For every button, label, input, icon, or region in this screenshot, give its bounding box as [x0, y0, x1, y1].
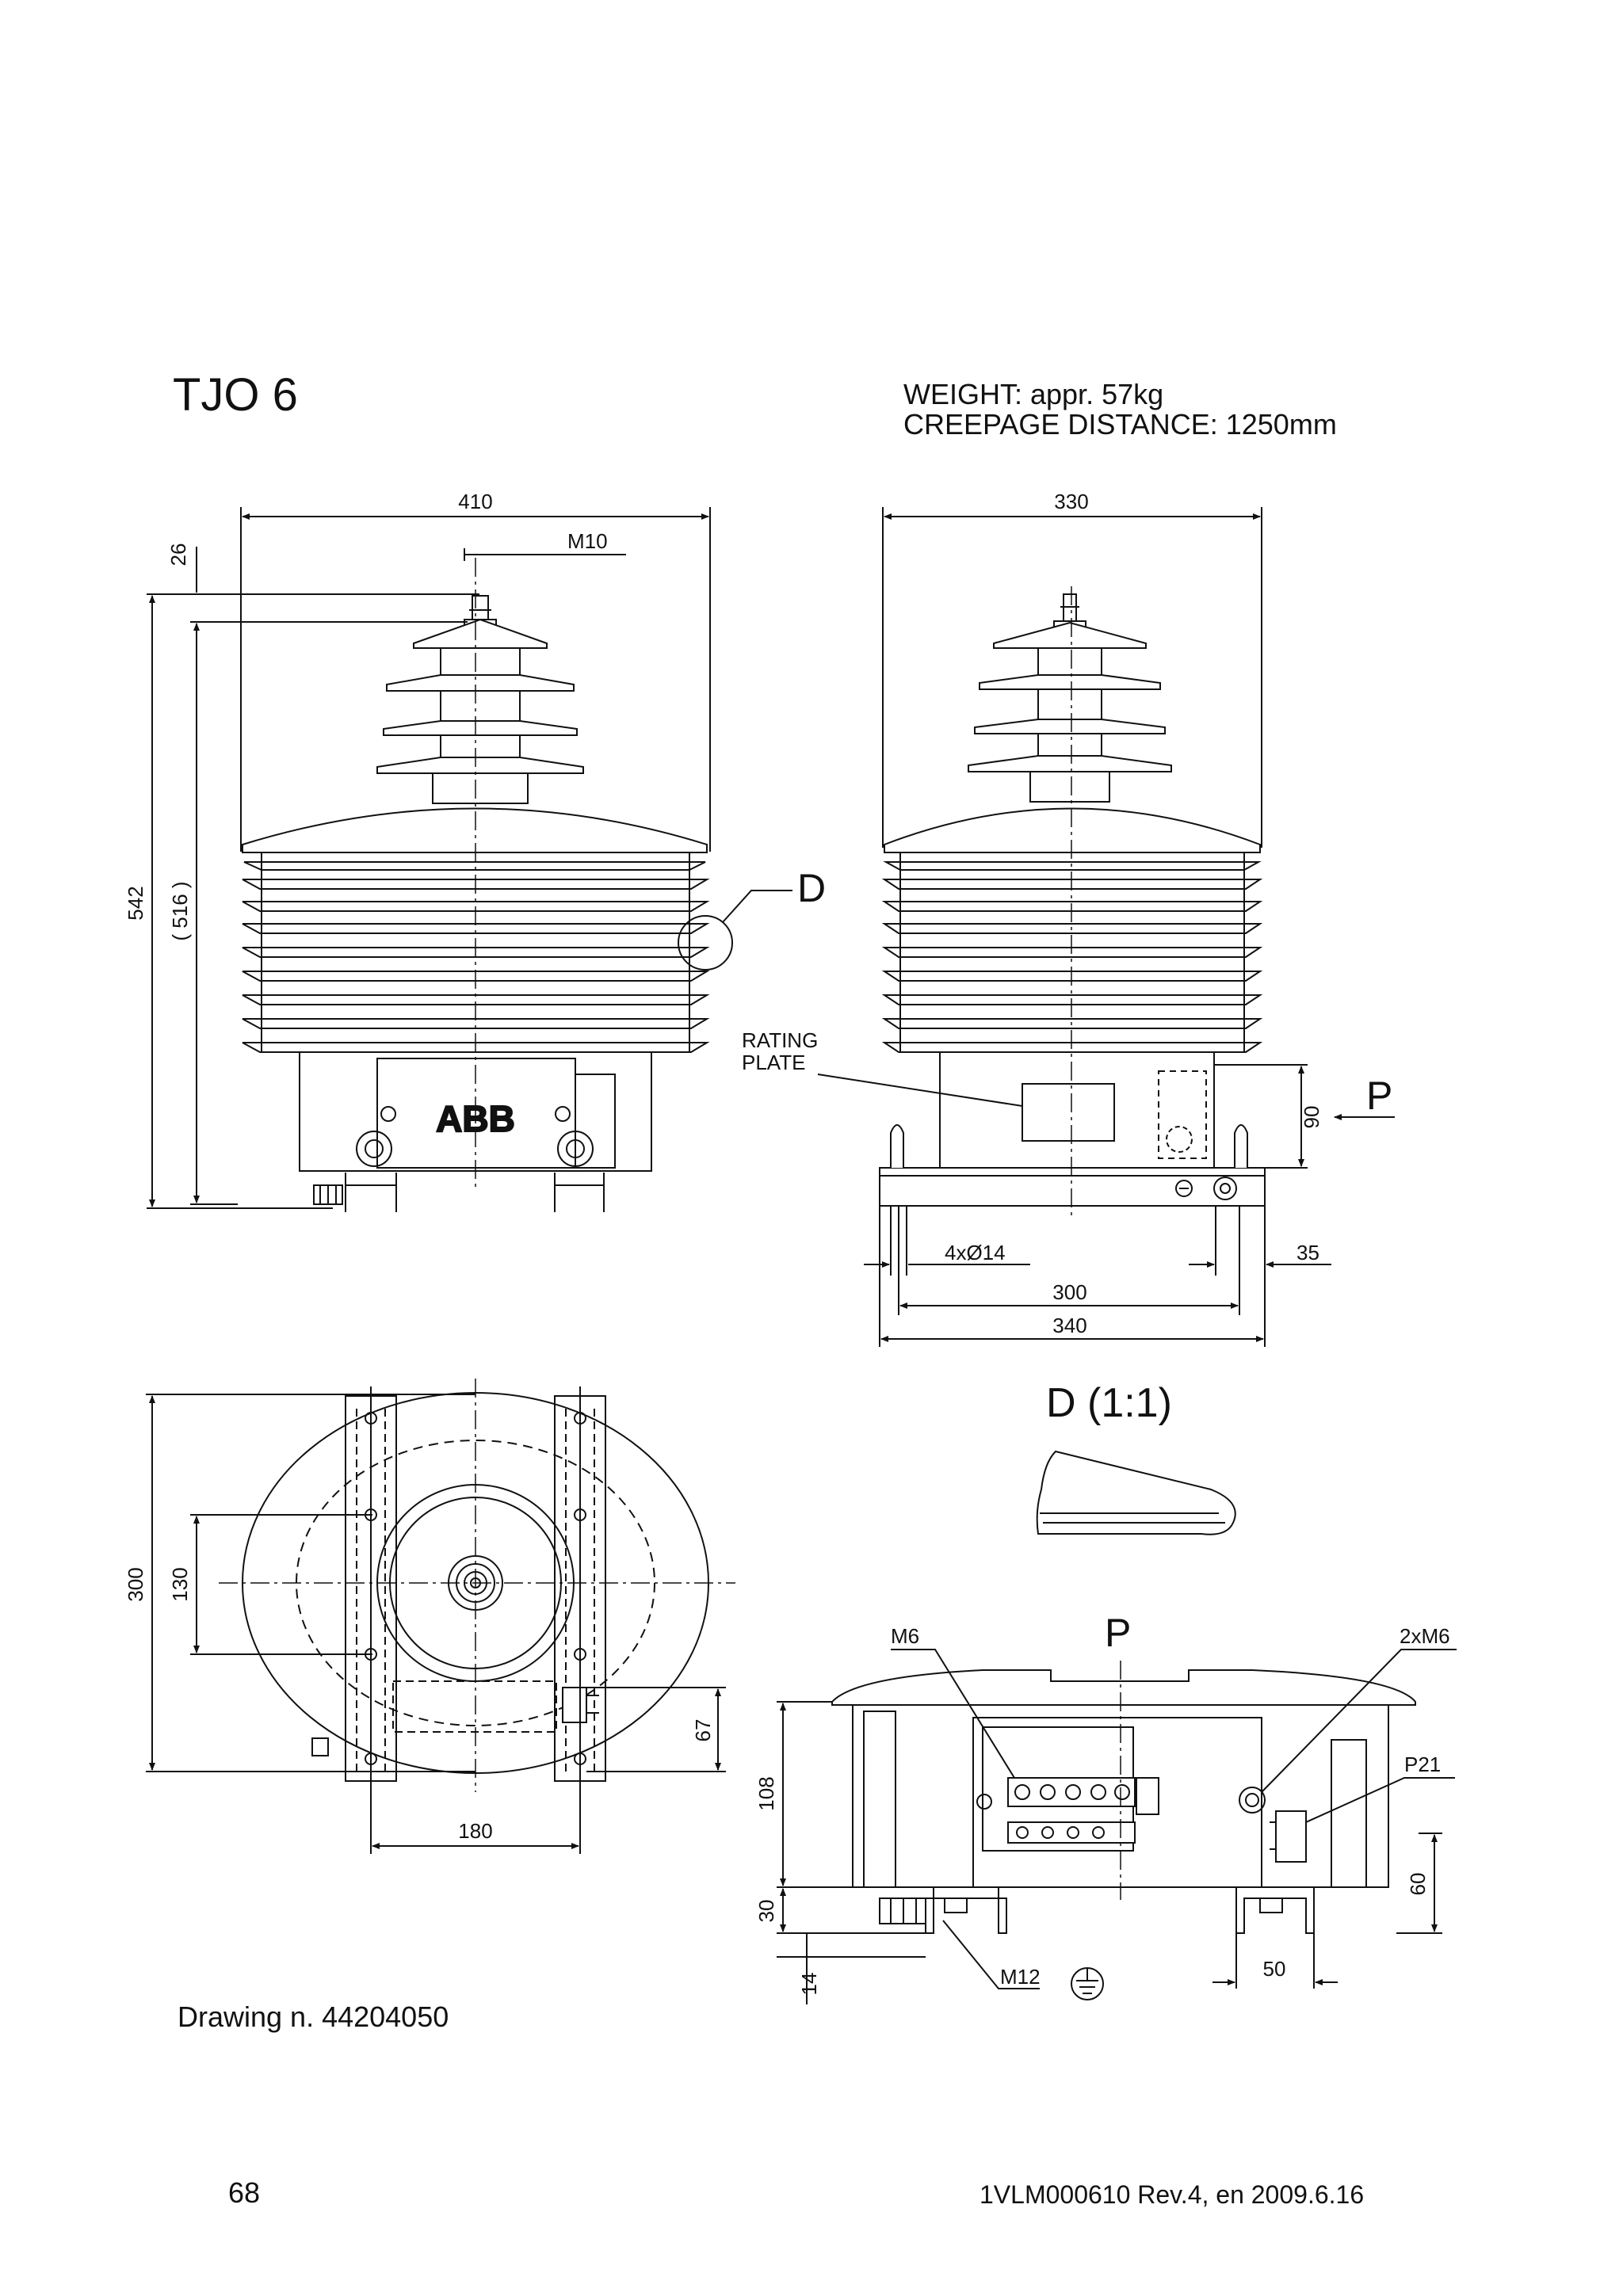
side-dim-300: 300 [1052, 1280, 1086, 1304]
document-reference: 1VLM000610 Rev.4, en 2009.6.16 [980, 2180, 1365, 2209]
p-label-p21: P21 [1404, 1753, 1441, 1776]
front-dim-410: 410 [458, 490, 492, 513]
front-dim-26: 26 [166, 543, 190, 566]
top-dim-130: 130 [168, 1567, 192, 1601]
detail-d-label: D [797, 866, 826, 910]
front-view [147, 507, 792, 1212]
weight-note: WEIGHT: appr. 57kg [903, 378, 1164, 410]
top-dim-180: 180 [458, 1819, 492, 1843]
rating-plate-label-1: RATING [742, 1028, 818, 1052]
p-dim-30: 30 [754, 1900, 778, 1923]
abb-logo: ABB [436, 1098, 515, 1139]
p-dim-14: 14 [797, 1973, 821, 1996]
p-view [777, 1649, 1457, 2004]
p-label-2xm6: 2xM6 [1400, 1624, 1450, 1648]
view-p-marker: P [1366, 1074, 1392, 1118]
p-dim-50: 50 [1263, 1957, 1286, 1981]
drawing-title: TJO 6 [173, 369, 298, 421]
drawing-number: Drawing n. 44204050 [178, 2000, 449, 2033]
front-dim-m10: M10 [567, 529, 608, 553]
side-dim-holes: 4xØ14 [945, 1241, 1006, 1264]
rating-plate-label-2: PLATE [742, 1051, 805, 1074]
front-dim-542: 542 [124, 886, 147, 920]
side-dim-330: 330 [1054, 490, 1088, 513]
front-dim-516: ( 516 ) [168, 881, 192, 940]
detail-view-title: D (1:1) [1046, 1380, 1172, 1426]
rating-plate [1022, 1083, 1115, 1142]
side-dim-340: 340 [1052, 1314, 1086, 1337]
creepage-note: CREEPAGE DISTANCE: 1250mm [903, 408, 1337, 441]
p-label-m12: M12 [1000, 1965, 1041, 1989]
side-view [817, 507, 1395, 1347]
p-dim-60: 60 [1406, 1873, 1430, 1896]
top-dim-67: 67 [691, 1719, 715, 1742]
top-view [146, 1379, 735, 1854]
side-dim-35: 35 [1296, 1241, 1319, 1264]
p-label-m6: M6 [891, 1624, 919, 1648]
p-dim-108: 108 [754, 1776, 778, 1810]
detail-view [1036, 1450, 1236, 1535]
top-dim-300: 300 [124, 1567, 147, 1601]
side-dim-90: 90 [1300, 1106, 1323, 1129]
page-number: 68 [228, 2176, 261, 2209]
p-view-title: P [1105, 1611, 1131, 1655]
detail-d-circle [678, 915, 733, 971]
